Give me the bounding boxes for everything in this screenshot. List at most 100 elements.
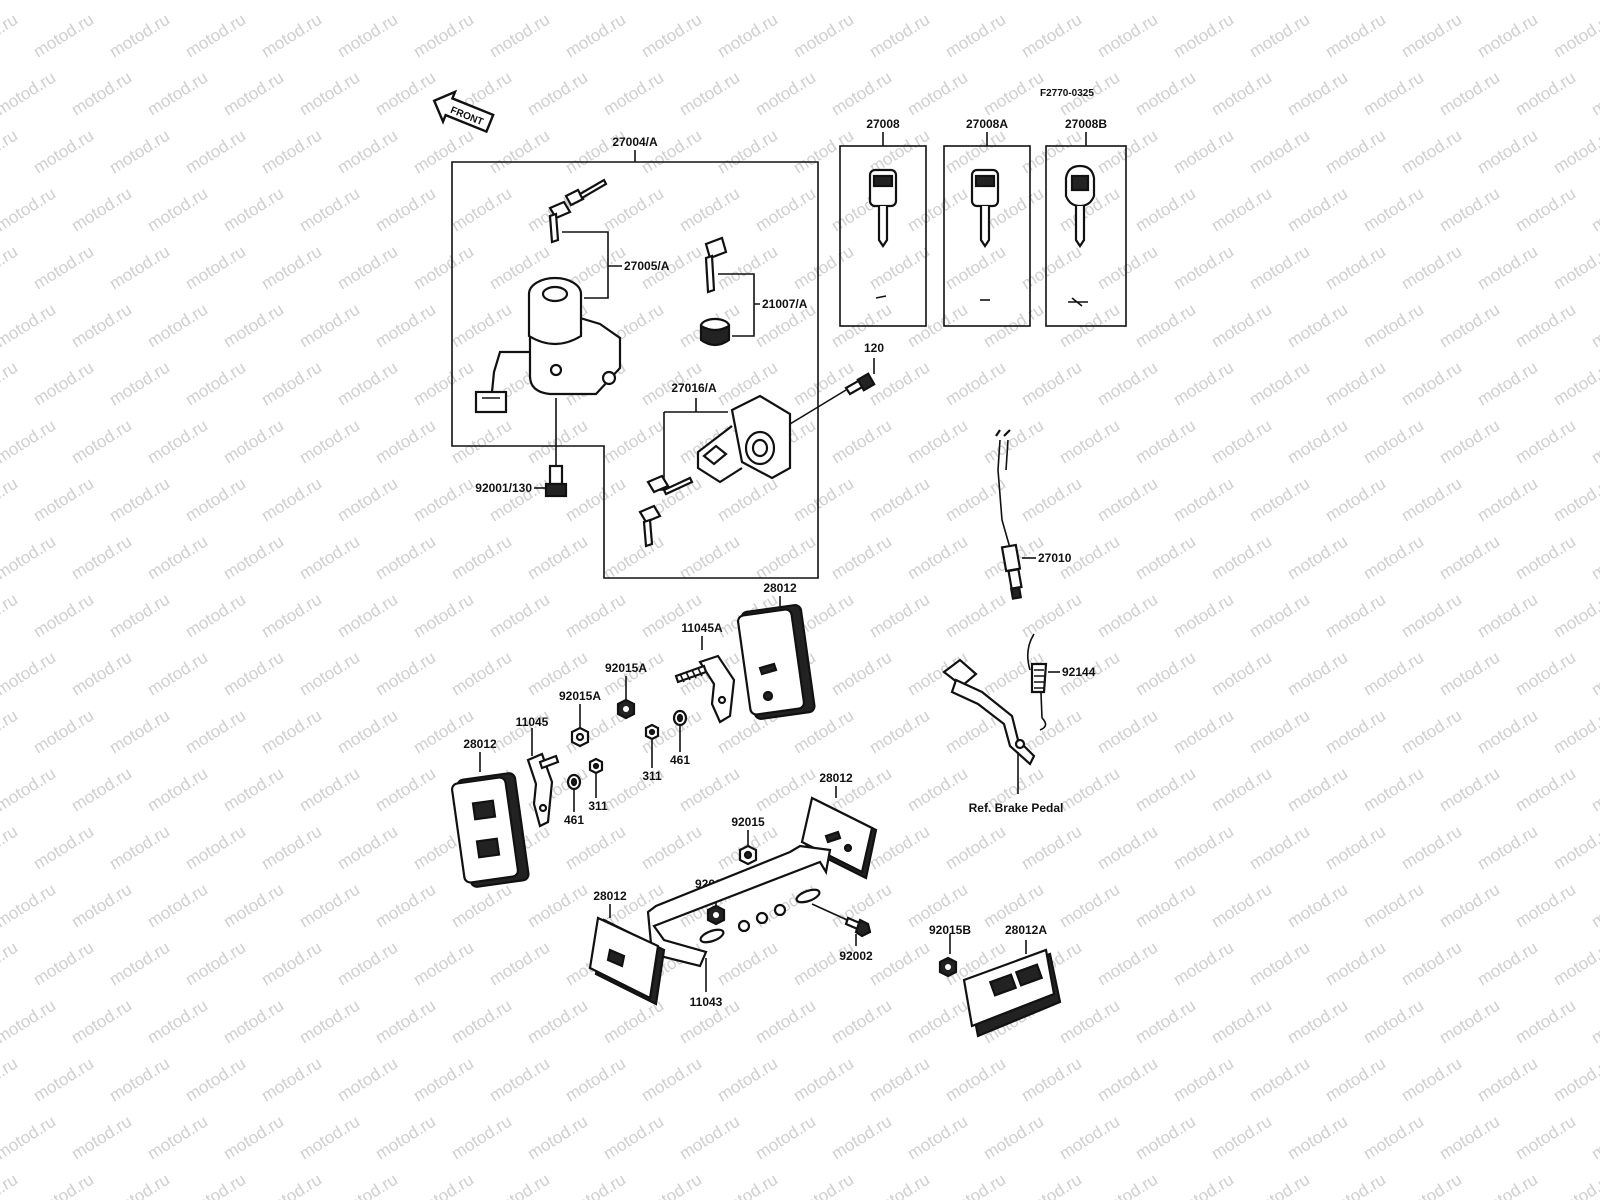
watermark-text: motod.ru xyxy=(524,0,591,3)
watermark-text: motod.ru xyxy=(296,996,363,1048)
watermark-text: motod.ru xyxy=(410,126,477,178)
watermark-text: motod.ru xyxy=(1132,416,1199,468)
watermark-text: motod.ru xyxy=(1512,532,1579,584)
key-blank-icon xyxy=(868,168,898,248)
watermark-text: motod.ru xyxy=(106,242,173,294)
nut-icon xyxy=(616,698,636,720)
watermark-text: motod.ru xyxy=(0,474,21,526)
watermark-text: motod.ru xyxy=(334,474,401,526)
watermark-text: motod.ru xyxy=(1474,126,1541,178)
watermark-text: motod.ru xyxy=(1132,300,1199,352)
watermark-text: motod.ru xyxy=(866,706,933,758)
watermark-text: motod.ru xyxy=(1436,0,1503,3)
watermark-text: motod.ru xyxy=(296,300,363,352)
nut-icon xyxy=(738,844,758,866)
watermark-text: motod.ru xyxy=(0,1112,59,1164)
watermark-text: motod.ru xyxy=(752,184,819,236)
watermark-text: motod.ru xyxy=(1094,822,1161,874)
watermark-text: motod.ru xyxy=(144,880,211,932)
watermark-text: motod.ru xyxy=(1284,996,1351,1048)
watermark-text: motod.ru xyxy=(752,532,819,584)
watermark-text: motod.ru xyxy=(448,996,515,1048)
watermark-text: motod.ru xyxy=(1094,10,1161,62)
watermark-text: motod.ru xyxy=(1512,416,1579,468)
watermark-text: motod.ru xyxy=(1360,0,1427,3)
ignition-switch-icon xyxy=(474,276,622,414)
watermark-text: motod.ru xyxy=(600,416,667,468)
watermark-text: motod.ru xyxy=(1056,1112,1123,1164)
watermark-text: motod.ru xyxy=(1132,532,1199,584)
watermark-text: motod.ru xyxy=(1436,184,1503,236)
watermark-text: motod.ru xyxy=(1588,880,1600,932)
watermark-text: motod.ru xyxy=(904,416,971,468)
watermark-text: motod.ru xyxy=(1284,68,1351,120)
watermark-text: motod.ru xyxy=(1246,938,1313,990)
watermark-text: motod.ru xyxy=(1170,10,1237,62)
watermark-text: motod.ru xyxy=(1360,764,1427,816)
watermark-text: motod.ru xyxy=(1360,648,1427,700)
watermark-text: motod.ru xyxy=(410,474,477,526)
watermark-text: motod.ru xyxy=(1246,1054,1313,1106)
watermark-text: motod.ru xyxy=(0,880,59,932)
watermark-text: motod.ru xyxy=(334,358,401,410)
watermark-text: motod.ru xyxy=(676,184,743,236)
watermark-text: motod.ru xyxy=(106,358,173,410)
watermark-text: motod.ru xyxy=(1322,706,1389,758)
watermark-text: motod.ru xyxy=(1474,358,1541,410)
label-reflector-left: 28012 xyxy=(463,737,497,751)
watermark-text: motod.ru xyxy=(106,706,173,758)
watermark-text: motod.ru xyxy=(942,10,1009,62)
watermark-text: motod.ru xyxy=(68,880,135,932)
watermark-text: motod.ru xyxy=(220,532,287,584)
watermark-text: motod.ru xyxy=(372,184,439,236)
watermark-text: motod.ru xyxy=(1360,68,1427,120)
watermark-text: motod.ru xyxy=(372,532,439,584)
watermark-text: motod.ru xyxy=(1056,0,1123,3)
watermark-text: motod.ru xyxy=(1512,648,1579,700)
watermark-text: motod.ru xyxy=(410,10,477,62)
reflector-icon xyxy=(800,796,878,880)
watermark-text: motod.ru xyxy=(1094,126,1161,178)
watermark-text: motod.ru xyxy=(68,416,135,468)
watermark-text: motod.ru xyxy=(372,416,439,468)
watermark-text: motod.ru xyxy=(372,1112,439,1164)
watermark-text: motod.ru xyxy=(68,532,135,584)
watermark-text: motod.ru xyxy=(68,1112,135,1164)
watermark-text: motod.ru xyxy=(1436,416,1503,468)
nut-icon xyxy=(588,757,604,775)
bolt-icon xyxy=(844,916,872,938)
watermark-text: motod.ru xyxy=(1360,416,1427,468)
watermark-text: motod.ru xyxy=(182,706,249,758)
watermark-text: motod.ru xyxy=(942,822,1009,874)
nut-icon xyxy=(706,904,726,926)
watermark-text: motod.ru xyxy=(1170,706,1237,758)
watermark-text: motod.ru xyxy=(1132,0,1199,3)
watermark-text: motod.ru xyxy=(448,1112,515,1164)
watermark-text: motod.ru xyxy=(1398,126,1465,178)
watermark-text: motod.ru xyxy=(1208,68,1275,120)
rear-bracket-icon xyxy=(646,844,832,968)
watermark-text: motod.ru xyxy=(144,0,211,3)
watermark-text: motod.ru xyxy=(106,938,173,990)
watermark-text: motod.ru xyxy=(1474,10,1541,62)
watermark-text: motod.ru xyxy=(1170,126,1237,178)
key-blank-box-2: 27008A xyxy=(943,117,1031,327)
watermark-text: motod.ru xyxy=(1588,416,1600,468)
watermark-text: motod.ru xyxy=(1322,126,1389,178)
watermark-text: motod.ru xyxy=(144,300,211,352)
watermark-text: motod.ru xyxy=(1056,880,1123,932)
watermark-text: motod.ru xyxy=(562,474,629,526)
watermark-text: motod.ru xyxy=(1246,1170,1313,1200)
figure-code: F2770-0325 xyxy=(1040,88,1094,99)
reflector-icon xyxy=(450,772,530,888)
watermark-text: motod.ru xyxy=(0,648,59,700)
watermark-text: motod.ru xyxy=(1018,822,1085,874)
watermark-text: motod.ru xyxy=(1474,938,1541,990)
watermark-text: motod.ru xyxy=(676,764,743,816)
watermark-text: motod.ru xyxy=(258,822,325,874)
watermark-text: motod.ru xyxy=(866,1170,933,1200)
bolt-icon xyxy=(844,372,876,396)
label-brake-switch: 27010 xyxy=(1038,551,1072,565)
watermark-text: motod.ru xyxy=(1436,300,1503,352)
